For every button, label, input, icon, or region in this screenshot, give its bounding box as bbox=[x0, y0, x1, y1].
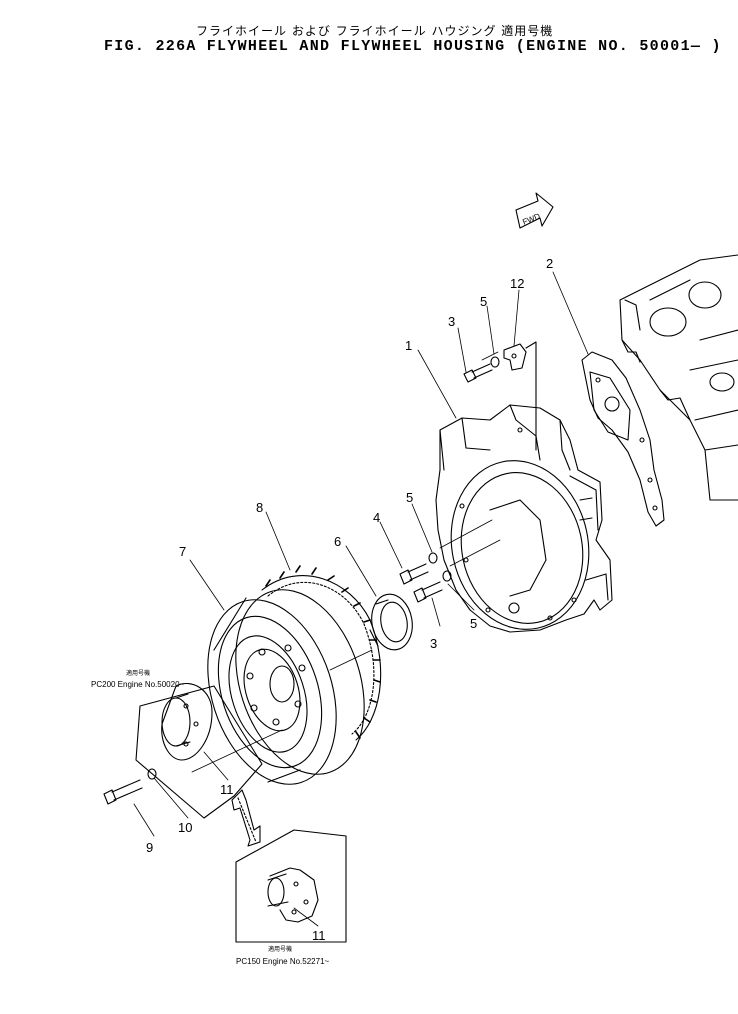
callout-2: 2 bbox=[546, 256, 553, 271]
callout-5-lower: 5 bbox=[470, 616, 477, 631]
callout-11-upper: 11 bbox=[220, 782, 234, 797]
callout-6: 6 bbox=[334, 534, 341, 549]
note-bottom-engine: PC150 Engine No.52271~ bbox=[236, 957, 330, 966]
callout-5-middle: 5 bbox=[406, 490, 413, 505]
bolt-upper bbox=[463, 363, 493, 383]
interchange-arrow-icon bbox=[231, 789, 261, 847]
fwd-label: FWD bbox=[521, 212, 541, 227]
washers-middle bbox=[428, 552, 452, 582]
callout-4: 4 bbox=[373, 510, 380, 525]
gasket bbox=[581, 351, 665, 527]
oil-seal bbox=[369, 593, 413, 651]
flywheel-housing bbox=[435, 404, 613, 633]
callout-11-lower: 11 bbox=[312, 928, 326, 943]
bolt-middle-4 bbox=[399, 563, 429, 585]
assembly-lines bbox=[191, 351, 501, 773]
washer-upper bbox=[490, 356, 500, 368]
fwd-arrow-icon: FWD bbox=[515, 192, 554, 229]
callout-numbers: 1 2 3 3 4 5 5 5 6 7 8 9 10 11 11 12 bbox=[146, 256, 553, 943]
callout-7: 7 bbox=[179, 544, 186, 559]
flywheel bbox=[207, 589, 365, 785]
flange-inset-upper bbox=[135, 683, 263, 819]
note-bottom-applicable: 適用号機 bbox=[268, 945, 292, 953]
figure-caption: FLYWHEEL AND FLYWHEEL HOUSING (ENGINE NO… bbox=[206, 38, 722, 55]
callout-9: 9 bbox=[146, 840, 153, 855]
callout-3-upper: 3 bbox=[448, 314, 455, 329]
ring-gear bbox=[261, 565, 382, 741]
bolt-9 bbox=[103, 779, 143, 805]
figure-number: FIG. 226A bbox=[104, 38, 197, 55]
washer-10 bbox=[147, 768, 157, 780]
callout-leaders bbox=[133, 271, 589, 927]
applicability-notes: 適用号機 PC200 Engine No.50020~ 適用号機 PC150 E… bbox=[91, 669, 330, 966]
note-top-engine: PC200 Engine No.50020~ bbox=[91, 680, 185, 689]
callout-12: 12 bbox=[510, 276, 524, 291]
callout-8: 8 bbox=[256, 500, 263, 515]
callout-3-lower: 3 bbox=[430, 636, 437, 651]
callout-1: 1 bbox=[405, 338, 412, 353]
note-top-applicable: 適用号機 bbox=[126, 669, 150, 677]
figure-title: FIG. 226A FLYWHEEL AND FLYWHEEL HOUSING (… bbox=[104, 38, 732, 55]
callout-5-upper: 5 bbox=[480, 294, 487, 309]
bracket bbox=[503, 341, 537, 451]
flange-inset-lower bbox=[235, 829, 347, 943]
title-japanese: フライホイール および フライホイール ハウジング 適用号機 bbox=[196, 24, 554, 38]
engine-block bbox=[619, 254, 738, 501]
bolt-middle-3 bbox=[413, 581, 443, 603]
callout-10: 10 bbox=[178, 820, 192, 835]
